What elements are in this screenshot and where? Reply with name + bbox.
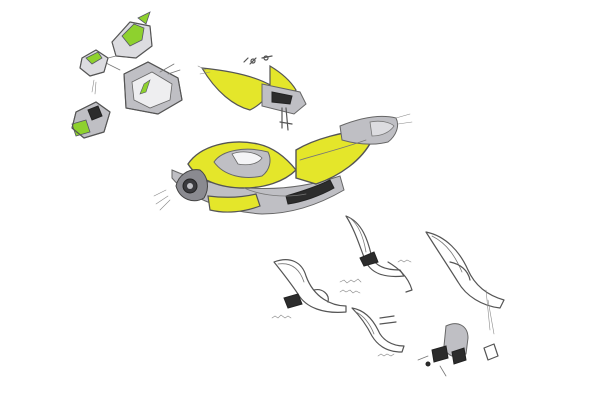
- handwritten-notes: [271, 259, 412, 357]
- main-vehicle-sketch: [153, 113, 413, 215]
- buckle-part-sketch: [71, 101, 111, 139]
- handlebar-detail-sketch: [197, 55, 307, 131]
- small-part-sketches: [71, 11, 183, 139]
- bracket-detail-sketches: [271, 215, 505, 377]
- bracket-sketch-middle: [351, 307, 405, 353]
- latch-part-sketch: [79, 49, 109, 95]
- bracket-sketch-left: [273, 259, 347, 313]
- housing-part-sketch: [123, 61, 183, 115]
- bracket-sketch-right: [425, 231, 505, 335]
- bracket-sketch-top: [345, 215, 413, 293]
- clip-part-sketch: [103, 11, 153, 71]
- fastener-sketch: [417, 323, 499, 377]
